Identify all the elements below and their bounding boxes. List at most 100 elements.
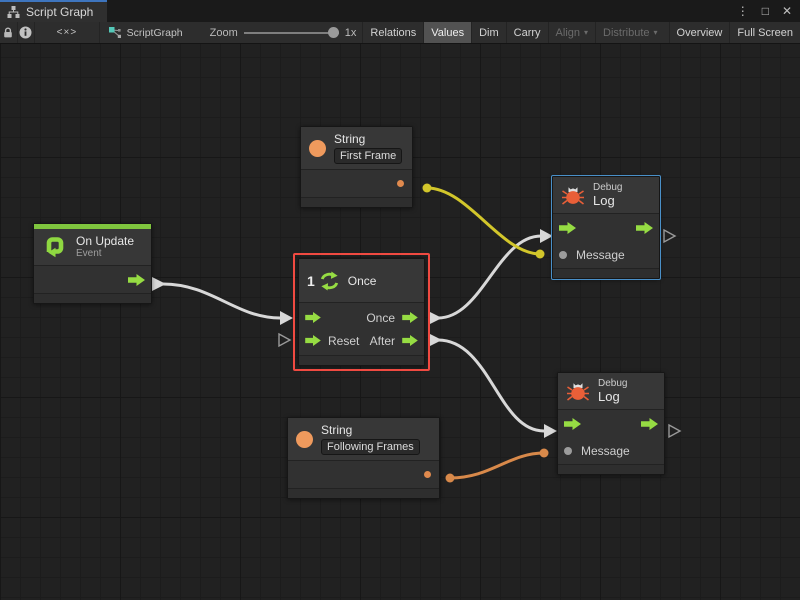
node-once[interactable]: 1 Once Once (293, 253, 430, 371)
flow-output-port-after[interactable] (402, 335, 418, 346)
string-literal-icon (309, 139, 326, 157)
flow-output-port[interactable] (128, 273, 145, 286)
zoom-slider-track (243, 31, 339, 34)
wire-once-to-debugtop (428, 229, 553, 325)
node-footer (558, 465, 664, 474)
node-subtitle: Event (76, 248, 102, 259)
relations-button[interactable]: Relations (362, 22, 423, 43)
unconnected-flow-triangle[interactable] (663, 228, 677, 244)
event-accent-strip (34, 224, 151, 229)
maximize-icon[interactable]: □ (761, 4, 769, 18)
node-category: Debug (598, 378, 628, 389)
port-label: Message (581, 443, 630, 458)
wire-source-cap[interactable] (428, 311, 442, 325)
overview-button[interactable]: Overview (668, 22, 730, 43)
node-string-following-frames[interactable]: String Following Frames (287, 417, 440, 499)
node-on-update-event[interactable]: On Update Event (33, 223, 152, 304)
graph-canvas[interactable]: String First Frame (0, 44, 800, 600)
window-controls: ⋮ □ ✕ (737, 0, 800, 22)
value-wire[interactable] (426, 186, 541, 256)
value-output-port[interactable] (424, 471, 431, 478)
tab-title: Script Graph (26, 5, 94, 19)
unconnected-flow-triangle[interactable] (278, 332, 292, 348)
view-toggle-group: Relations Values Dim Carry Align ▾ Distr… (362, 22, 800, 43)
node-title: String (334, 132, 366, 146)
flow-wire[interactable] (162, 282, 281, 320)
dim-button[interactable]: Dim (471, 22, 506, 43)
flow-input-port[interactable] (559, 221, 576, 234)
flow-output-port-once[interactable] (402, 312, 418, 323)
string-value-field[interactable]: First Frame (334, 148, 403, 164)
value-output-port[interactable] (397, 180, 404, 187)
flow-output-port[interactable] (641, 417, 658, 430)
script-graph-icon (108, 27, 121, 38)
node-footer (299, 356, 424, 365)
node-title: On Update (76, 234, 135, 248)
info-icon (19, 26, 32, 39)
node-string-first-frame[interactable]: String First Frame (300, 126, 413, 208)
flow-wire[interactable] (437, 338, 545, 433)
align-dropdown[interactable]: Align ▾ (547, 22, 595, 43)
wire-layer (152, 183, 682, 483)
port-label: Message (576, 247, 625, 262)
wire-once-to-debugbottom (428, 333, 557, 438)
wire-stringfirst-to-message (422, 183, 545, 259)
node-footer (301, 198, 412, 207)
zoom-value: 1x (344, 26, 357, 39)
flow-wire[interactable] (437, 234, 542, 320)
flow-input-port[interactable] (564, 417, 581, 430)
values-button[interactable]: Values (423, 22, 472, 43)
wire-source-cap[interactable] (428, 333, 442, 347)
tab-script-graph[interactable]: Script Graph (0, 0, 108, 22)
node-footer (288, 489, 439, 498)
menu-icon[interactable]: ⋮ (736, 4, 749, 18)
wire-end-dot[interactable] (535, 249, 545, 259)
string-value-field[interactable]: Following Frames (321, 439, 420, 455)
tab-bar: Script Graph ⋮ □ ✕ (0, 0, 800, 22)
code-preview-button[interactable]: <×> (35, 22, 100, 43)
port-label: Once (366, 310, 395, 325)
node-debug-log-bottom[interactable]: Debug Log Message (557, 372, 665, 475)
message-input-port[interactable] (559, 250, 567, 259)
zoom-slider[interactable] (243, 22, 339, 44)
node-title: Once (347, 273, 377, 288)
unconnected-flow-triangle[interactable] (668, 423, 682, 439)
zoom-slider-handle[interactable] (327, 26, 339, 38)
node-title: Log (593, 193, 615, 208)
node-debug-log-top[interactable]: Debug Log Message (551, 175, 661, 280)
port-label: Reset (328, 333, 360, 348)
loop-event-icon (46, 237, 64, 258)
message-input-port[interactable] (564, 446, 572, 455)
cycle-arrows-icon (320, 270, 338, 291)
flow-input-port[interactable] (305, 312, 321, 323)
lock-icon (4, 27, 13, 37)
wire-source-cap[interactable] (152, 277, 166, 291)
flow-output-port[interactable] (636, 221, 653, 234)
wire-end-dot[interactable] (539, 448, 549, 458)
wire-arrowhead (280, 311, 293, 325)
fullscreen-button[interactable]: Full Screen (729, 22, 800, 43)
wire-stringfollowing-to-message (445, 448, 549, 483)
distribute-dropdown[interactable]: Distribute ▾ (595, 22, 664, 43)
zoom-label: Zoom (209, 26, 238, 39)
breadcrumb-label: ScriptGraph (126, 26, 183, 39)
close-icon[interactable]: ✕ (781, 4, 792, 18)
inspect-button[interactable] (18, 22, 36, 43)
port-label: After (369, 333, 395, 348)
lock-button[interactable] (0, 22, 18, 43)
graph-breadcrumb[interactable]: ScriptGraph (100, 22, 192, 43)
string-literal-icon (296, 430, 313, 448)
chevron-down-icon: ▾ (653, 27, 658, 37)
node-title: String (321, 423, 353, 437)
node-footer (553, 269, 659, 278)
carry-button[interactable]: Carry (505, 22, 548, 43)
node-category: Debug (593, 182, 623, 193)
graph-toolbar: <×> ScriptGraph Zoom 1x Relations Values (0, 22, 800, 44)
value-wire[interactable] (449, 451, 545, 480)
code-icon: <×> (56, 27, 78, 38)
flow-input-port-reset[interactable] (305, 335, 321, 346)
node-title: Log (598, 389, 620, 404)
node-footer (34, 294, 151, 303)
wire-arrowhead (544, 424, 557, 438)
